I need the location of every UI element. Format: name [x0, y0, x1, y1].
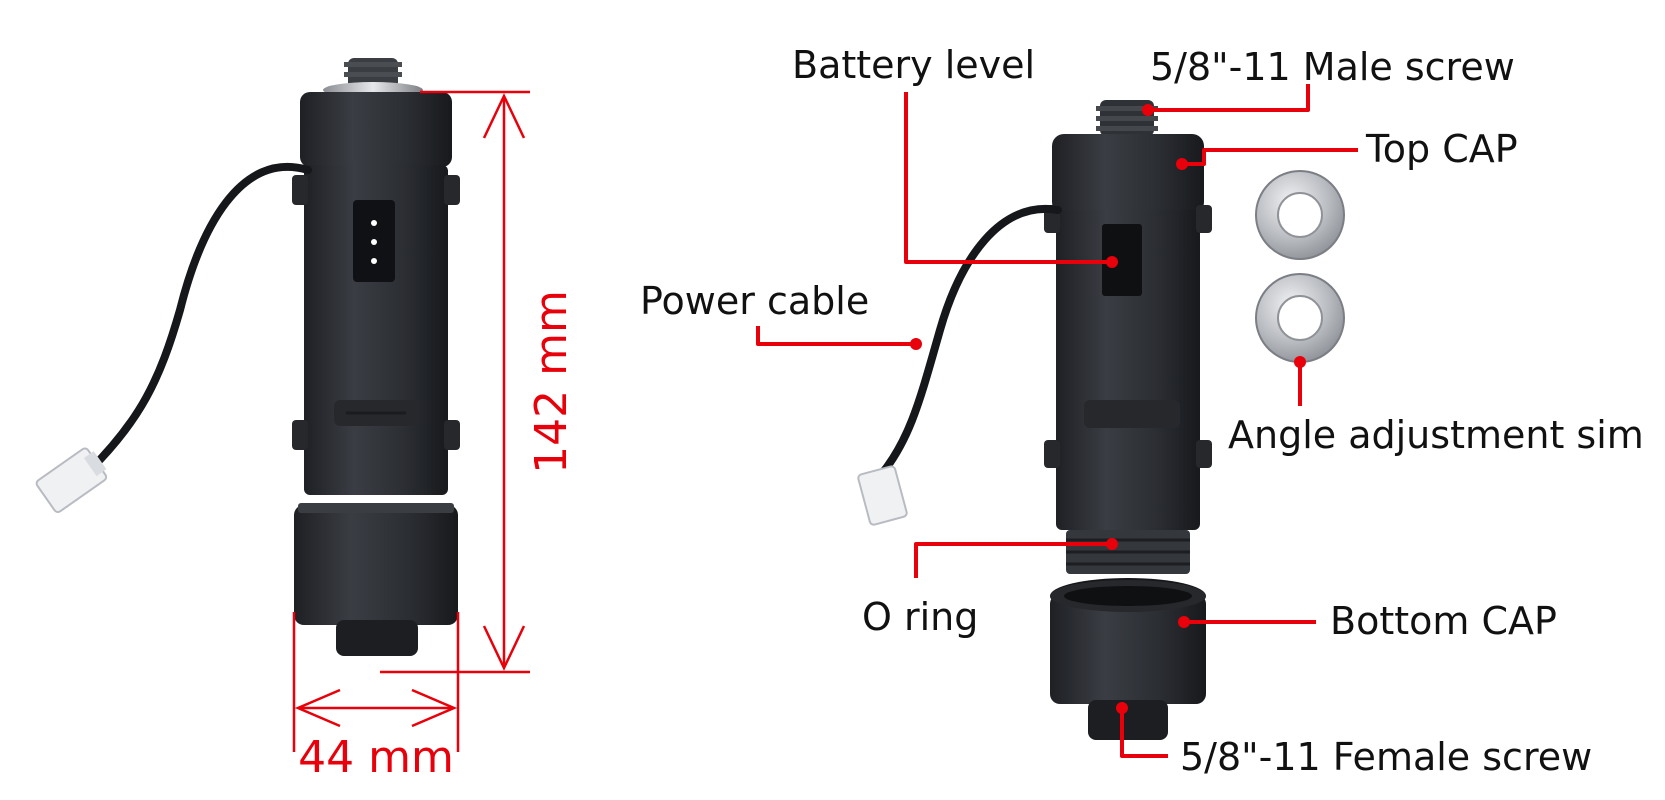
connector-plug-icon-right: [857, 465, 908, 526]
callout-male-screw: [1148, 84, 1310, 112]
female-screw-right: [1088, 700, 1168, 740]
height-label: 142 mm: [526, 290, 577, 474]
label-power-cable: Power cable: [640, 279, 869, 323]
main-body-right: [1056, 210, 1200, 530]
label-angle-shim: Angle adjustment sim: [1228, 413, 1644, 457]
o-ring-threads: [1066, 530, 1190, 574]
exploded-device: [857, 100, 1212, 740]
callout-power-cable: [756, 326, 916, 346]
callout-dots: [910, 104, 1306, 714]
callout-battery-level: [904, 92, 1112, 264]
label-o-ring: O ring: [862, 595, 978, 639]
label-battery-level: Battery level: [792, 43, 1035, 87]
battery-led-icon: [353, 200, 395, 282]
callout-lines: [756, 84, 1358, 758]
top-cap-left: [300, 92, 452, 167]
top-cap-right: [1052, 134, 1204, 214]
callout-top-cap: [1182, 148, 1358, 166]
assembled-device: [35, 58, 460, 656]
washer-icon: [1255, 170, 1345, 363]
power-cable-left: [86, 162, 312, 474]
label-female-screw: 5/8"-11 Female screw: [1180, 735, 1592, 779]
width-label: 44 mm: [298, 732, 454, 783]
bottom-cap-left: [294, 505, 458, 625]
female-screw-left: [336, 620, 418, 656]
height-dimension: [380, 90, 530, 674]
connector-plug-icon: [35, 447, 108, 514]
label-top-cap: Top CAP: [1365, 127, 1518, 171]
battery-window-right: [1102, 224, 1142, 296]
power-cable-right: [876, 204, 1062, 480]
callout-female-screw: [1120, 708, 1168, 758]
top-male-screw-right: [1096, 100, 1158, 136]
callout-o-ring: [914, 542, 1112, 578]
width-dimension: [292, 612, 460, 752]
bottom-cap-right: [1050, 578, 1206, 704]
label-male-screw: 5/8"-11 Male screw: [1150, 45, 1515, 89]
label-bottom-cap: Bottom CAP: [1330, 599, 1557, 643]
